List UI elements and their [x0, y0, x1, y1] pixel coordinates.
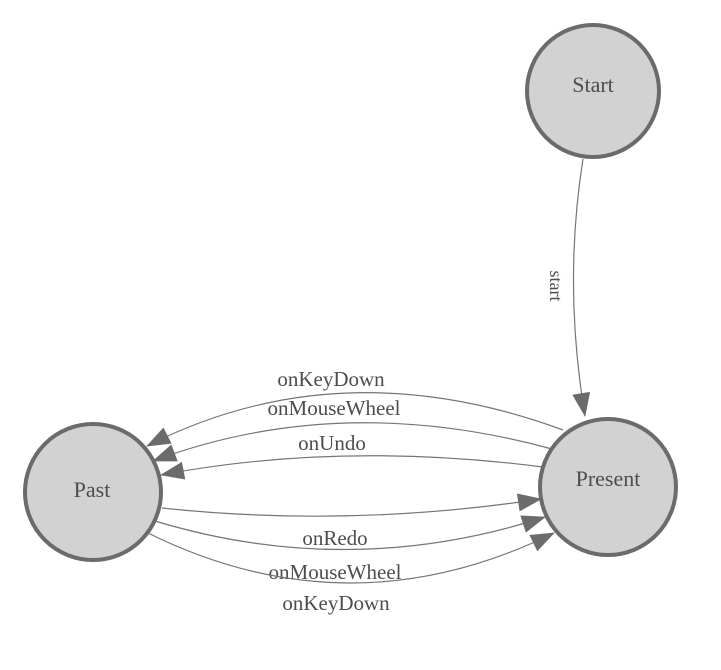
node-label-past: Past	[74, 477, 111, 502]
edge-present-to-past-onmousewheel: onMouseWheel	[152, 396, 553, 462]
edge-line-onundo	[160, 455, 544, 480]
edge-label-onredo: onRedo	[302, 526, 367, 550]
edge-line-onkeydown-bottom	[147, 532, 555, 584]
node-circle-start	[525, 23, 661, 159]
edge-start-to-present: start	[546, 158, 591, 417]
node-present: Present	[538, 417, 678, 557]
edge-label-onmousewheel-bottom: onMouseWheel	[269, 560, 402, 584]
edge-line-onkeydown-top	[146, 392, 564, 447]
edge-past-to-present-onredo: onRedo	[161, 493, 542, 550]
edge-past-to-present-onkeydown: onKeyDown	[147, 532, 555, 615]
edge-line-onmousewheel-top	[152, 422, 553, 462]
node-start: Start	[525, 23, 661, 159]
node-past: Past	[23, 422, 163, 562]
node-circle-past	[23, 422, 163, 562]
edge-label-onkeydown-top: onKeyDown	[277, 367, 385, 391]
edge-line-onredo	[161, 493, 542, 517]
edge-label-onundo: onUndo	[298, 431, 366, 455]
edge-label-onkeydown-bottom: onKeyDown	[282, 591, 390, 615]
edge-present-to-past-onundo: onUndo	[160, 431, 544, 480]
node-label-present: Present	[576, 466, 641, 491]
edge-line-start	[572, 158, 591, 417]
edge-label-onmousewheel-top: onMouseWheel	[268, 396, 401, 420]
node-label-start: Start	[572, 72, 614, 97]
edge-line-onmousewheel-bottom	[154, 515, 546, 551]
node-circle-present	[538, 417, 678, 557]
edge-present-to-past-onkeydown: onKeyDown	[146, 367, 564, 447]
edge-label-start: start	[546, 271, 566, 302]
edge-past-to-present-onmousewheel: onMouseWheel	[154, 515, 546, 584]
